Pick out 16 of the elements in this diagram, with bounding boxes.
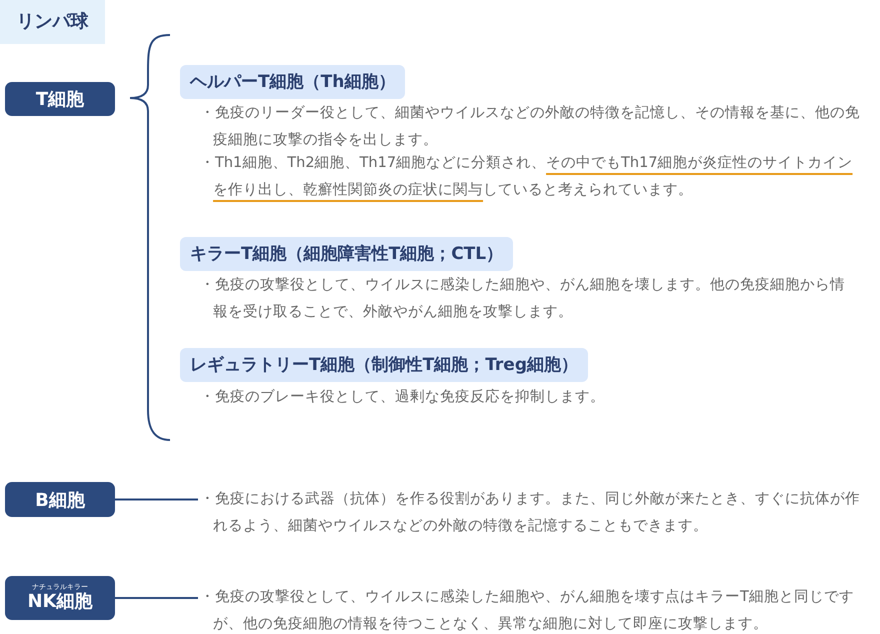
connector-line: [115, 498, 198, 500]
cell-label-box: [5, 576, 115, 620]
cell-label: NK細胞: [27, 591, 92, 613]
heading-box: ヘルパーT細胞（Th細胞）: [180, 65, 406, 99]
bullet-text: ・Th1細胞、Th2細胞、Th17細胞などに分類され、その中でもTh17細胞が炎症性のサイトカインを作り出し、乾癬性関節炎の症状に関与していると考えられています。: [200, 154, 854, 200]
cell-label-box: T細胞: [5, 82, 115, 116]
bullet-text: ・免疫のブレーキ役として、過剰な免疫反応を抑制します。: [200, 388, 606, 407]
heading-box: キラーT細胞（細胞障害性T細胞；CTL）: [180, 237, 514, 271]
description-text: ・免疫の攻撃役として、ウイルスに感染した細胞や、がん細胞を壊す点はキラーT細胞と同じですが、他の免疫細胞の情報を待つことなく、異常な細胞に対して即座に攻撃します。: [200, 584, 865, 634]
description-text: ・免疫における武器（抗体）を作る役割があります。また、同じ外敵が来たとき、すぐに抗体が作れるよう、細菌やウイルスなどの外敵の特徴を記憶することもできます。: [200, 486, 862, 540]
cell-label-box: B細胞: [5, 482, 115, 517]
connector-line: [115, 597, 198, 599]
title-label: リンパ球: [0, 0, 105, 44]
heading-box: レギュラトリーT細胞（制御性T細胞；Treg細胞）: [180, 348, 588, 382]
bullet-text: ・免疫の攻撃役として、ウイルスに感染した細胞や、がん細胞を壊します。他の免疫細胞から情報を受け取ることで、外敵やがん細胞を攻撃します。: [200, 276, 845, 322]
bullet-text: ・免疫のリーダー役として、細菌やウイルスなどの外敵の特徴を記憶し、その情報を基に、他の免疫細胞に攻撃の指令を出します。: [200, 104, 861, 150]
